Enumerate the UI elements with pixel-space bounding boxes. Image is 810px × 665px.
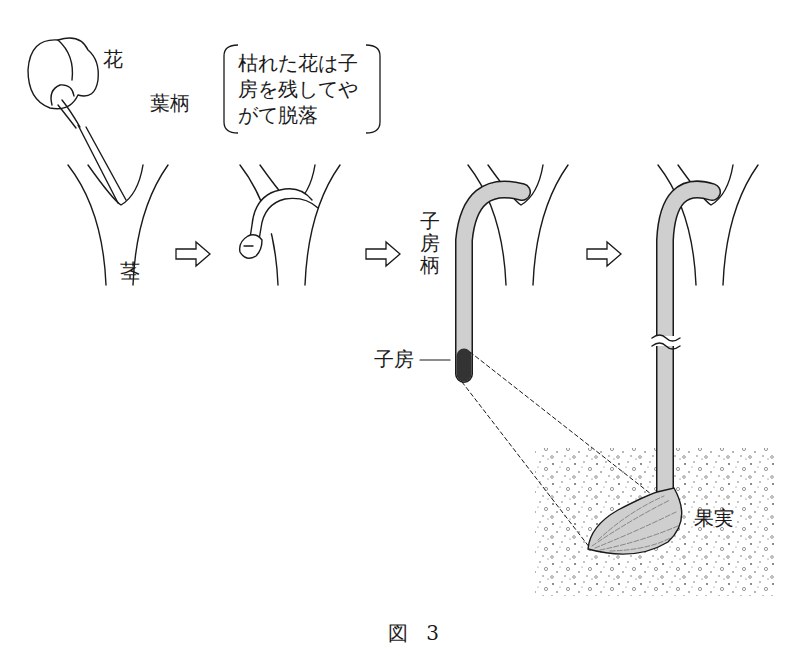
withered-flower — [240, 189, 318, 259]
note-box: 枯れた花は子房を残してやがて脱落 — [222, 44, 382, 134]
part-name: 茎 — [120, 260, 140, 283]
part-name: 果実 — [694, 507, 734, 530]
figure-caption: 図 3 — [388, 622, 439, 645]
flower — [28, 38, 98, 128]
flower-stalk — [78, 125, 118, 203]
leader-line — [420, 359, 450, 360]
part-name: 葉柄 — [150, 92, 190, 115]
part-name: 子房 — [374, 348, 414, 371]
soil — [535, 448, 775, 596]
break-mark — [650, 335, 680, 349]
stem — [240, 165, 340, 285]
stage-arrow — [176, 242, 621, 266]
note-text: 枯れた花は子房を残してやがて脱落 — [238, 50, 366, 128]
stem — [68, 165, 168, 285]
part-name: 花 — [103, 48, 123, 71]
gynophore — [464, 189, 522, 374]
bracket — [366, 45, 380, 133]
fruit — [588, 488, 682, 554]
flower-stalk — [86, 127, 126, 200]
part-name: 子房柄 — [420, 210, 440, 276]
bracket — [224, 45, 238, 133]
ovary — [457, 356, 472, 374]
